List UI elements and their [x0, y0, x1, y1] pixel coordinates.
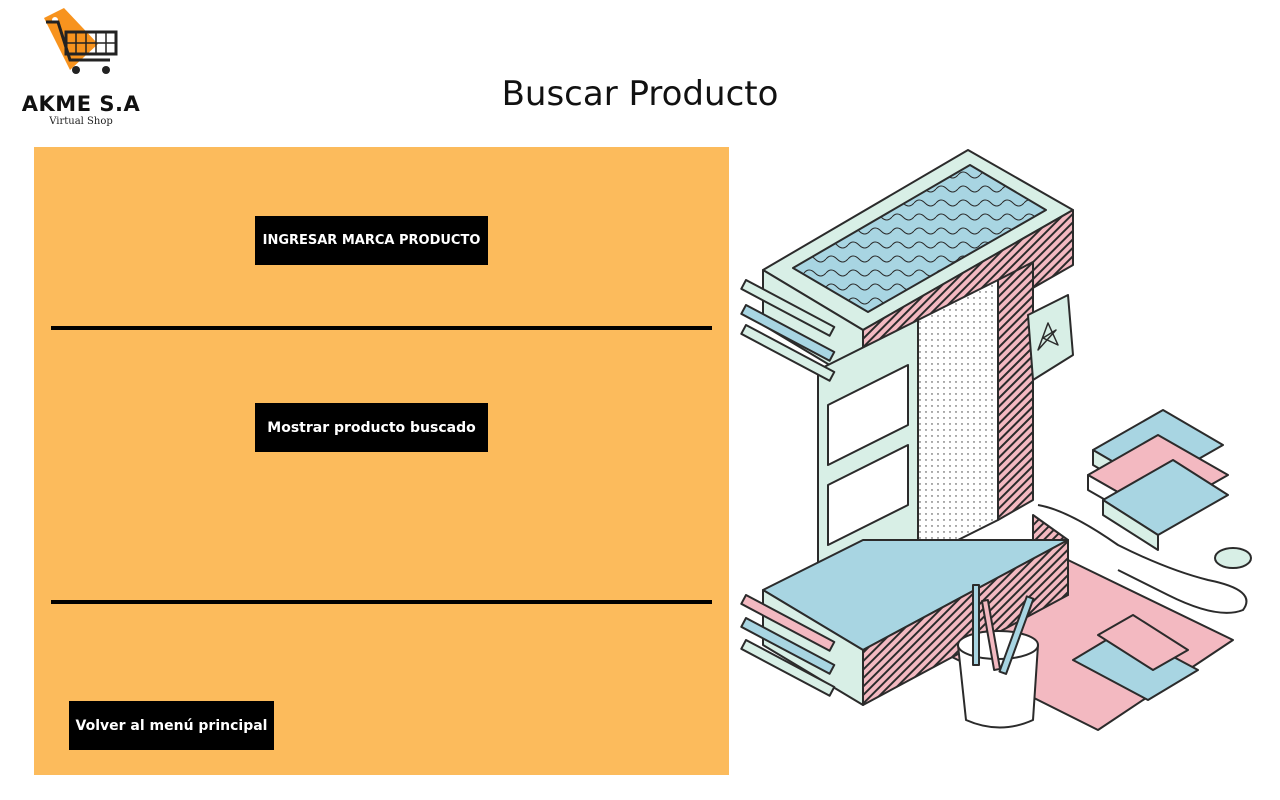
page-title: Buscar Producto: [501, 74, 779, 114]
brand-logo: AKME S.A Virtual Shop: [14, 8, 148, 132]
divider: [51, 600, 712, 604]
letter-i-illustration: [738, 140, 1258, 760]
show-product-button[interactable]: Mostrar producto buscado: [255, 403, 488, 452]
shopping-cart-icon: [44, 8, 118, 74]
back-to-menu-button[interactable]: Volver al menú principal: [69, 701, 274, 750]
divider: [51, 326, 712, 330]
brand-tagline: Virtual Shop: [49, 116, 113, 127]
enter-brand-button[interactable]: INGRESAR MARCA PRODUCTO: [255, 216, 488, 265]
search-panel: INGRESAR MARCA PRODUCTO Mostrar producto…: [34, 147, 729, 775]
brand-name: AKME S.A: [21, 92, 141, 116]
